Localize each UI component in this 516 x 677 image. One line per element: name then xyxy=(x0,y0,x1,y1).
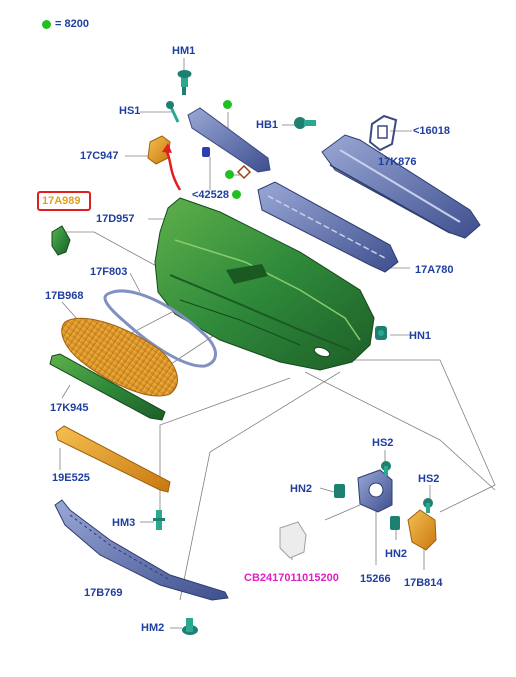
bracket-17b814 xyxy=(407,509,437,551)
label-17a780[interactable]: 17A780 xyxy=(415,264,454,276)
label-17c947[interactable]: 17C947 xyxy=(80,150,119,162)
label-17k876[interactable]: 17K876 xyxy=(378,156,417,168)
label-16018[interactable]: <16018 xyxy=(413,125,451,137)
screw-hs2-b xyxy=(423,498,433,513)
screw-hs1 xyxy=(166,101,180,123)
marker-dot-42528-right xyxy=(232,190,241,199)
energy-absorber-17a780 xyxy=(257,181,399,273)
label-17f803[interactable]: 17F803 xyxy=(90,266,128,278)
label-15266[interactable]: 15266 xyxy=(360,573,391,585)
marker-dot-42528-left xyxy=(225,170,234,179)
part-17a989 xyxy=(51,225,71,256)
label-19e525[interactable]: 19E525 xyxy=(52,472,90,484)
label-hs1[interactable]: HS1 xyxy=(119,105,141,117)
bumper-cover-17d957 xyxy=(154,197,375,371)
fog-cover-cb xyxy=(279,521,307,559)
label-hs2-b[interactable]: HS2 xyxy=(418,473,440,485)
label-17b769[interactable]: 17B769 xyxy=(84,587,123,599)
label-17b814[interactable]: 17B814 xyxy=(404,577,443,589)
fastener-hm1 xyxy=(177,70,192,95)
screw-hs2-a xyxy=(381,461,391,476)
label-cb2417011015200[interactable]: CB2417011015200 xyxy=(244,572,339,584)
label-hm2[interactable]: HM2 xyxy=(141,622,165,634)
grille-surround-17f803 xyxy=(103,289,217,368)
upper-shield-plate xyxy=(187,107,271,173)
clip-hm3 xyxy=(153,510,165,530)
label-hn2-a[interactable]: HN2 xyxy=(290,483,313,495)
nut-hn1 xyxy=(375,326,387,340)
clip-hm2 xyxy=(182,618,198,635)
label-17b968[interactable]: 17B968 xyxy=(45,290,84,302)
marker-dot-hb1 xyxy=(223,100,232,109)
leader-lines xyxy=(59,58,496,629)
nut-hn2-a xyxy=(334,484,345,498)
grille-17b968 xyxy=(61,317,178,397)
bolt-hb1 xyxy=(294,117,316,129)
red-arrow xyxy=(164,149,182,191)
reinforcement-beam-17k876 xyxy=(321,134,481,239)
spoiler-17b769 xyxy=(54,499,229,601)
selected-part-highlight[interactable] xyxy=(37,191,91,211)
trim-strip-17k945 xyxy=(49,353,166,421)
label-hm1[interactable]: HM1 xyxy=(172,45,196,57)
fog-bracket-15266 xyxy=(357,469,393,513)
legend-text: = 8200 xyxy=(55,18,89,30)
label-hm3[interactable]: HM3 xyxy=(112,517,136,529)
label-17d957[interactable]: 17D957 xyxy=(96,213,135,225)
label-17a989[interactable]: 17A989 xyxy=(42,195,81,207)
label-17k945[interactable]: 17K945 xyxy=(50,402,89,414)
legend-dot xyxy=(42,20,51,29)
nut-hn2-b xyxy=(390,516,400,530)
label-hn1[interactable]: HN1 xyxy=(409,330,432,342)
clip-42528 xyxy=(202,147,252,180)
label-hb1[interactable]: HB1 xyxy=(256,119,279,131)
strip-19e525 xyxy=(55,425,171,493)
label-hs2-a[interactable]: HS2 xyxy=(372,437,394,449)
label-42528[interactable]: <42528 xyxy=(192,189,230,201)
label-hn2-b[interactable]: HN2 xyxy=(385,548,408,560)
bracket-16018 xyxy=(368,114,398,152)
red-arrow-head xyxy=(162,143,172,153)
